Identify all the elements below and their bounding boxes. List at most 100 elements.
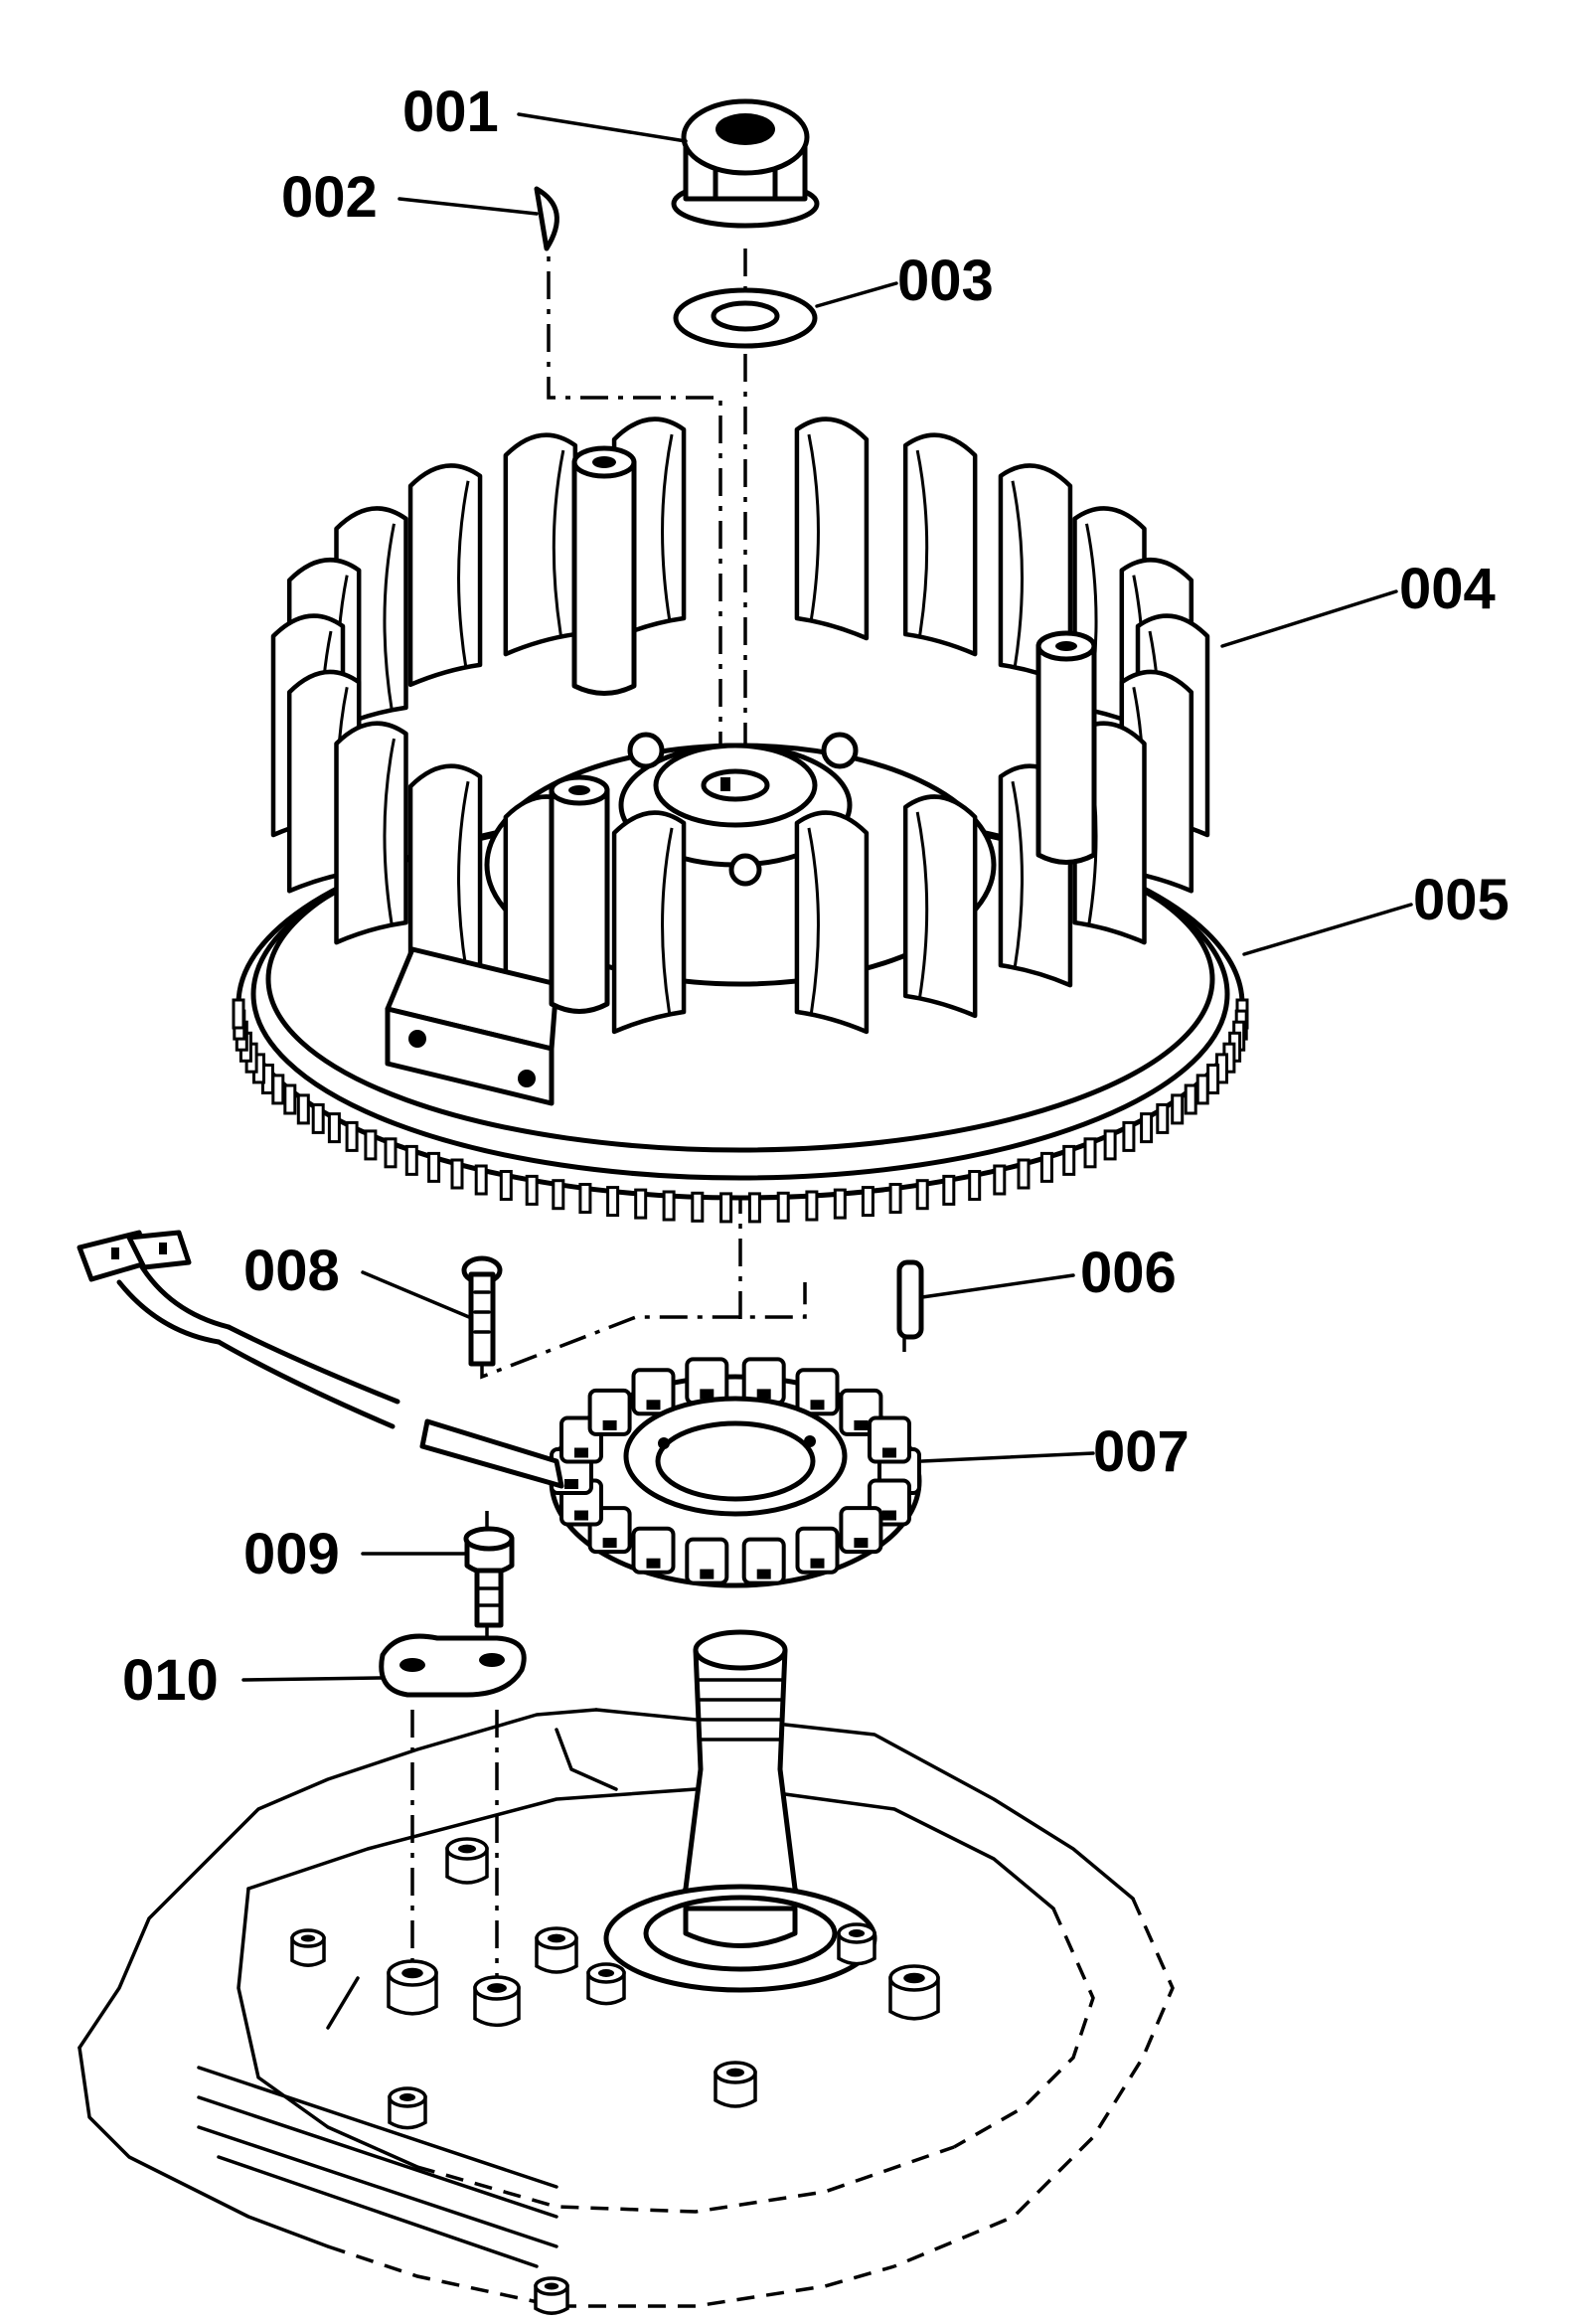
pole-shadow — [882, 1447, 896, 1458]
fin-edge — [915, 811, 929, 1001]
pole-shadow — [574, 1510, 588, 1521]
gear-tooth — [606, 1186, 620, 1218]
pole-shadow — [854, 1419, 869, 1430]
pole-shadow — [646, 1400, 661, 1411]
pole-shadow — [646, 1558, 661, 1569]
pole-shadow — [810, 1558, 825, 1569]
gear-tooth — [525, 1174, 539, 1206]
fin-edge — [1011, 480, 1024, 670]
boss-hole — [458, 1844, 476, 1854]
gear-tooth — [1083, 1137, 1097, 1169]
fin-edge — [915, 449, 929, 639]
fin-edge — [807, 433, 820, 623]
gear-tooth — [404, 1144, 418, 1176]
gear-tooth — [271, 1074, 285, 1105]
cooling-fin — [503, 432, 578, 657]
dowel-pin — [896, 1259, 924, 1340]
fin-edge — [1011, 780, 1024, 970]
callout-004: 004 — [1399, 557, 1496, 621]
pole-shadow — [564, 1479, 578, 1489]
stator — [549, 1357, 922, 1588]
stator-screw — [461, 1255, 503, 1367]
pole-shadow — [854, 1538, 869, 1549]
stator-pole — [631, 1368, 676, 1416]
flywheel — [232, 416, 1249, 1224]
cooling-fin — [611, 810, 687, 1035]
stator-pole — [631, 1526, 676, 1575]
callout-008: 008 — [243, 1239, 340, 1303]
gear-tooth — [1156, 1102, 1170, 1134]
stator-pole — [795, 1526, 840, 1575]
leader-lines — [241, 112, 1413, 1682]
cooling-fin — [334, 721, 408, 945]
woodruff-key — [534, 186, 559, 251]
gear-tooth — [384, 1137, 398, 1169]
pole-shadow — [882, 1510, 896, 1521]
gear-tooth — [1017, 1158, 1031, 1190]
gear-tooth — [1195, 1074, 1209, 1105]
boss-hole — [848, 1929, 866, 1937]
gear-tooth — [1184, 1083, 1197, 1115]
gear-tooth — [805, 1190, 819, 1222]
callout-labels: 001 002 003 004 005 006 007 008 009 010 — [122, 80, 1510, 1713]
flywheel-bosses — [549, 445, 1097, 1014]
fin-edge — [457, 480, 470, 670]
gear-tooth — [296, 1093, 310, 1125]
gear-tooth — [1062, 1144, 1076, 1176]
gear-tooth — [747, 1192, 761, 1224]
gear-tooth — [915, 1179, 929, 1211]
gear-tooth — [450, 1158, 464, 1190]
boss-hole — [597, 1969, 615, 1977]
gear-tooth — [345, 1120, 359, 1152]
callout-010: 010 — [122, 1648, 219, 1713]
gear-tooth — [1103, 1129, 1117, 1161]
gear-tooth — [634, 1188, 648, 1220]
cooling-fin — [794, 416, 870, 641]
gear-tooth — [283, 1083, 297, 1115]
gear-tooth — [719, 1192, 733, 1224]
boss-hole — [398, 2093, 416, 2101]
gear-tooth — [1140, 1112, 1154, 1144]
callout-006: 006 — [1080, 1241, 1177, 1305]
flange-nut — [671, 98, 820, 229]
stator-pole — [795, 1368, 840, 1416]
washer — [673, 287, 818, 349]
fin-edge — [383, 738, 396, 927]
callout-001: 001 — [402, 80, 499, 144]
gear-tooth — [776, 1191, 790, 1223]
pole-shadow — [756, 1569, 771, 1579]
fin-edge — [807, 827, 820, 1017]
stator-pole — [868, 1415, 911, 1464]
cooling-fin — [794, 810, 870, 1035]
pole-shadow — [700, 1569, 715, 1579]
fin-edge — [661, 827, 674, 1017]
gear-tooth — [833, 1188, 847, 1220]
crankcase-bosses — [290, 1837, 940, 2315]
crankcase — [78, 1708, 1175, 2315]
gear-tooth — [474, 1164, 488, 1196]
fin-edge — [552, 449, 565, 639]
stator-pole — [839, 1506, 883, 1555]
gear-tooth — [1171, 1093, 1185, 1125]
callout-005: 005 — [1413, 868, 1510, 932]
stator-poles — [550, 1357, 921, 1585]
boss-hole — [903, 1972, 925, 1984]
fin-edge — [661, 433, 674, 623]
fin-edge — [383, 523, 396, 713]
gear-tooth — [861, 1186, 874, 1218]
stator-pole — [741, 1537, 786, 1585]
stator-pole — [685, 1537, 729, 1585]
bolt — [463, 1526, 515, 1628]
gear-tooth — [1039, 1151, 1053, 1183]
retaining-plate — [379, 1633, 527, 1698]
gear-tooth — [942, 1174, 956, 1206]
pole-shadow — [756, 1389, 771, 1400]
gear-tooth — [427, 1151, 441, 1183]
crankshaft — [673, 1629, 808, 1911]
boss-hole — [544, 2282, 559, 2290]
pole-shadow — [700, 1389, 715, 1400]
gear-tooth — [364, 1129, 378, 1161]
cooling-fin — [902, 432, 978, 657]
pole-shadow — [602, 1538, 617, 1549]
stator-pole — [587, 1388, 632, 1436]
